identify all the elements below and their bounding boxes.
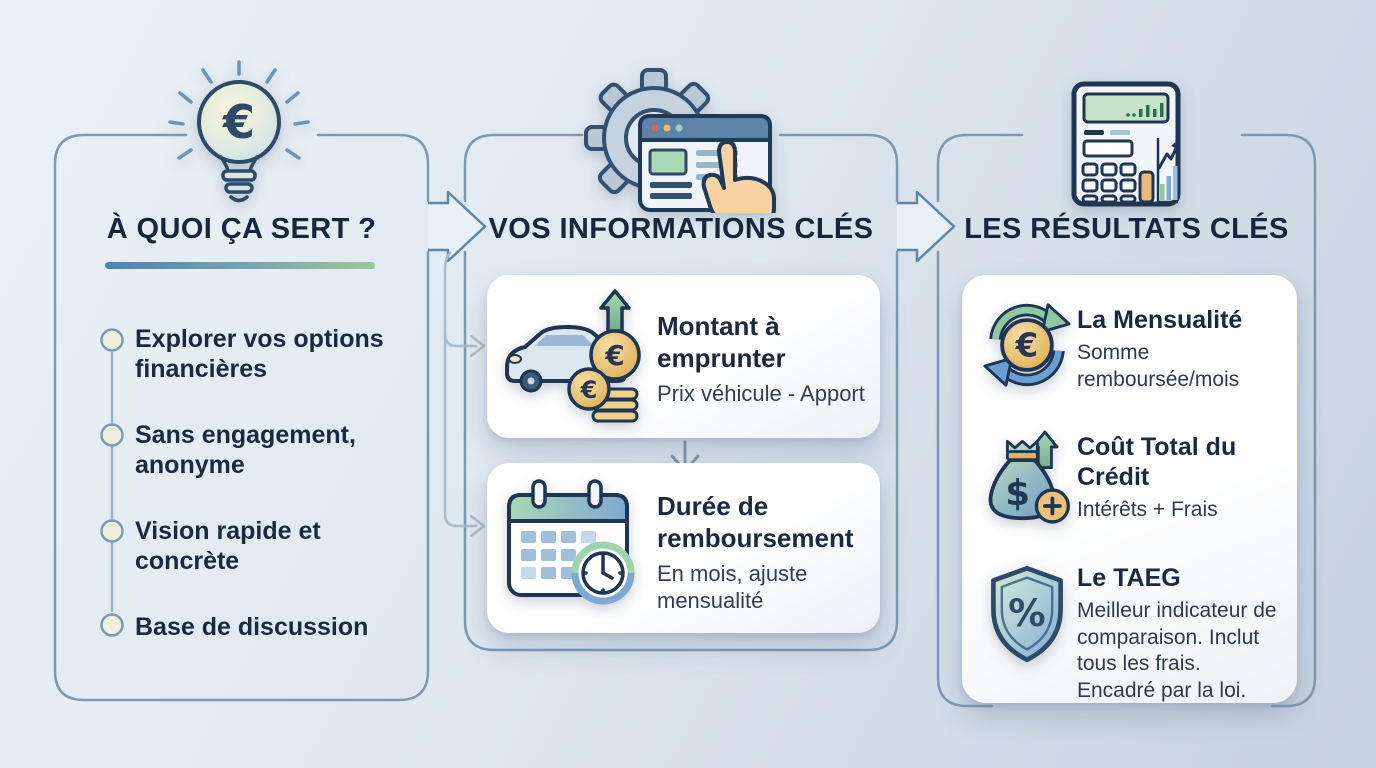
pointer-hand [701,140,776,213]
mini-chart [1156,138,1180,204]
euro-glyph: € [580,376,598,404]
card-title-amount: Montant à emprunter [657,311,786,373]
bullet-timeline [100,328,124,637]
flow-arrow-1 [428,190,487,263]
calc-display [1082,92,1170,124]
results-card: € La Mensualité Somme remboursée/mois $ … [962,275,1297,703]
column-title-purpose: À QUOI ÇA SERT ? [106,213,377,245]
percent-glyph: % [1008,591,1045,635]
bullet-item-2: Sans engagement, anonyme [135,421,356,479]
euro-glyph: € [222,95,255,149]
calculator-chart-icon [1071,81,1181,207]
card-title-duration: Durée de remboursement [657,491,854,553]
flow-arrow-2 [897,190,956,263]
result-title-cout-total: Coût Total du Crédit [1077,433,1237,491]
clock [571,541,635,605]
result-subtitle-taeg: Meilleur indicateur de comparaison. Incl… [1077,599,1277,702]
result-subtitle-mensualite: Somme remboursée/mois [1077,341,1240,391]
calc-keys [1081,162,1137,204]
lightbulb-euro-icon: € [168,60,310,203]
dollar-glyph: $ [1005,473,1030,514]
frame-col3 [1240,133,1317,708]
result-title-taeg: Le TAEG [1077,564,1181,592]
bullet-dot [100,519,124,543]
shield-percent-icon: % [991,565,1063,663]
input-card-duration: Durée de remboursement En mois, ajuste m… [487,463,880,633]
car-coins-up-arrow-icon: € € [505,289,641,423]
frame-col2 [778,133,899,203]
calc-input [1082,139,1134,158]
card-subtitle-duration: En mois, ajuste mensualité [657,561,808,614]
coin-stack: € € [567,329,641,423]
column-title-inputs: VOS INFORMATIONS CLÉS [488,213,874,245]
bullet-item-1: Explorer vos options financières [135,325,384,383]
bullet-dot [100,328,124,352]
calendar [507,479,629,597]
bullet-item-3: Vision rapide et concrète [135,517,321,575]
input-card-amount: € € Montant à emprunter Prix véhicule - … [487,275,880,438]
gear-browser-click-icon [584,68,776,213]
calendar-clock-icon [507,479,635,605]
display-bars [1126,103,1164,117]
bullet-dot [100,613,124,637]
calc-orange-key [1138,170,1155,204]
title-underline [105,262,375,269]
euro-glyph: € [1015,326,1039,364]
frame-col1 [316,133,430,203]
bullet-item-4: Base de discussion [135,613,369,641]
result-subtitle-cout-total: Intérêts + Frais [1077,498,1218,521]
up-arrow [599,289,631,333]
card-subtitle-amount: Prix véhicule - Apport [657,381,865,407]
input-branch-connector [443,251,486,538]
light-rays [168,60,310,160]
cycle-arrows-euro-icon: € [983,303,1071,387]
result-title-mensualite: La Mensualité [1077,306,1243,334]
euro-glyph: € [604,339,624,372]
bullet-dot [100,423,124,447]
plus-sign [1043,496,1062,516]
column-title-results: LES RÉSULTATS CLÉS [964,213,1289,245]
money-bag-plus-icon: $ [988,430,1070,524]
